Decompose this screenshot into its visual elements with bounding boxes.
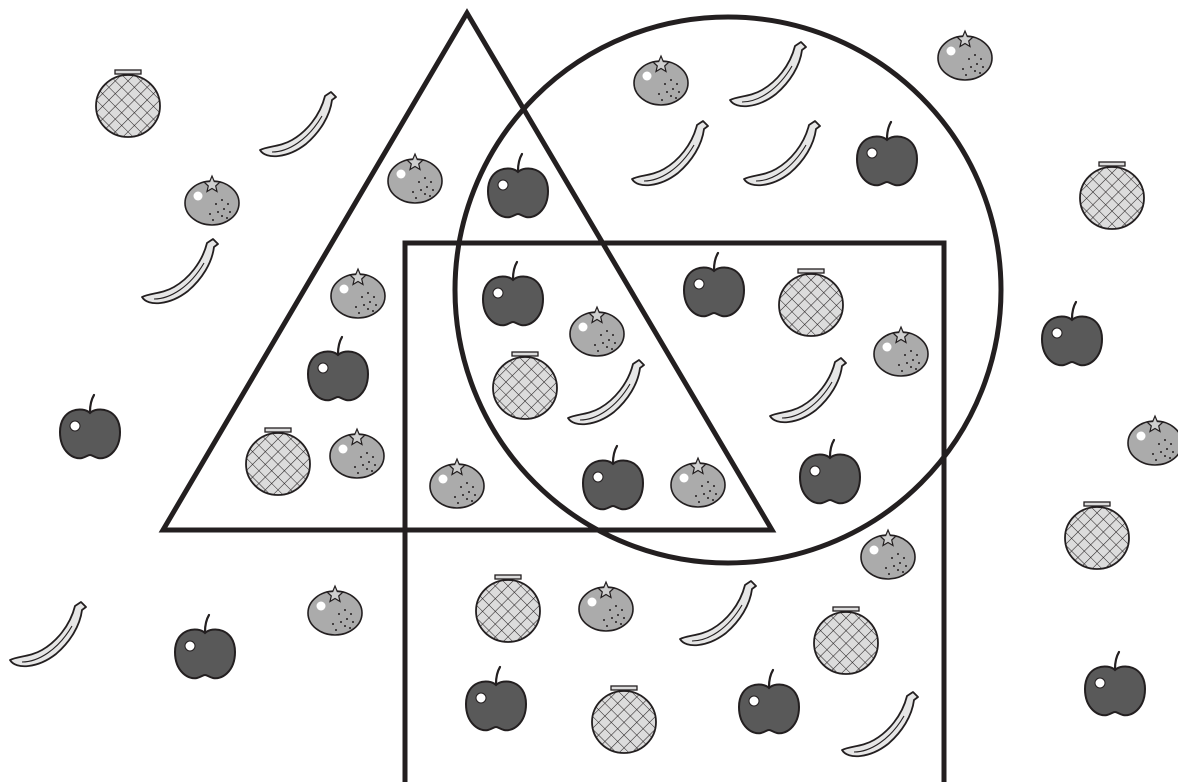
banana-icon	[260, 92, 336, 156]
banana-icon	[568, 360, 644, 424]
melon-icon	[1065, 502, 1129, 569]
melon-icon	[246, 428, 310, 495]
apple-icon	[739, 670, 799, 733]
orange-icon	[331, 269, 385, 318]
melon-icon	[814, 607, 878, 674]
orange-icon	[1128, 416, 1178, 465]
banana-icon	[770, 358, 846, 422]
banana-icon	[142, 239, 218, 303]
apple-icon	[488, 154, 548, 217]
banana-icon	[680, 581, 756, 645]
melon-icon	[592, 686, 656, 753]
orange-icon	[938, 31, 992, 80]
orange-icon	[430, 459, 484, 508]
melon-icon	[779, 269, 843, 336]
apple-icon	[684, 253, 744, 316]
banana-icon	[10, 602, 86, 666]
apple-icon	[583, 446, 643, 509]
melon-icon	[476, 575, 540, 642]
orange-icon	[874, 327, 928, 376]
melon-icon	[1080, 162, 1144, 229]
banana-icon	[744, 121, 820, 185]
melon-icon	[96, 70, 160, 137]
apple-icon	[857, 122, 917, 185]
apple-icon	[800, 440, 860, 503]
orange-icon	[185, 176, 239, 225]
orange-icon	[671, 458, 725, 507]
apple-icon	[60, 395, 120, 458]
banana-icon	[842, 692, 918, 756]
apple-icon	[175, 615, 235, 678]
orange-icon	[308, 586, 362, 635]
banana-icon	[730, 42, 806, 106]
orange-icon	[579, 582, 633, 631]
orange-icon	[861, 530, 915, 579]
orange-icon	[634, 56, 688, 105]
shape-layer	[163, 13, 1001, 782]
melon-icon	[493, 352, 557, 419]
apple-icon	[466, 667, 526, 730]
orange-icon	[330, 429, 384, 478]
banana-icon	[632, 121, 708, 185]
orange-icon	[570, 307, 624, 356]
apple-icon	[1042, 302, 1102, 365]
apple-icon	[483, 262, 543, 325]
apple-icon	[1085, 652, 1145, 715]
orange-icon	[388, 154, 442, 203]
fruit-layer	[10, 31, 1178, 756]
apple-icon	[308, 337, 368, 400]
